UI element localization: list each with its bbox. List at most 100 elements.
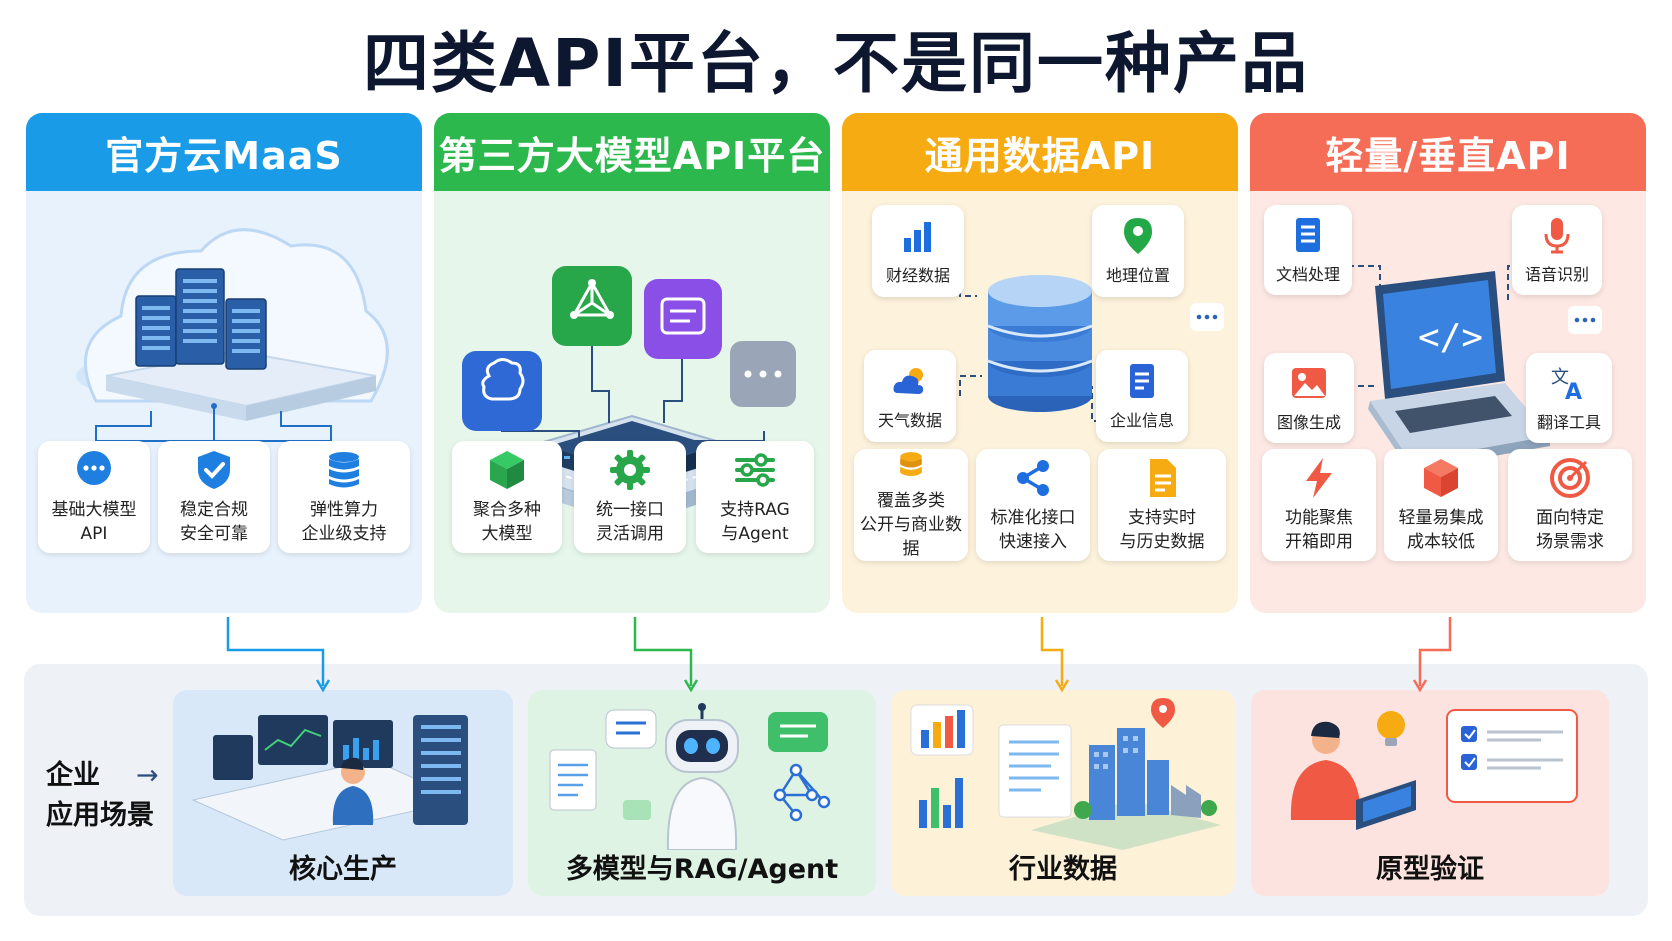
side-line2: 应用场景	[46, 800, 154, 831]
feature-line2: 与历史数据	[1119, 532, 1205, 552]
column-light-header: 轻量/垂直API	[1250, 113, 1646, 191]
target-icon	[1550, 458, 1590, 498]
feature-line2: 成本较低	[1407, 532, 1475, 552]
feature-line1: 聚合多种	[473, 500, 541, 520]
data-source-label: 企业信息	[1109, 411, 1174, 430]
column-data: 通用数据API 财经数据 地理位置 天	[842, 113, 1238, 613]
feature-card: 覆盖多类 公开与商业数据	[854, 449, 968, 561]
feature-line1: 弹性算力	[310, 500, 378, 520]
feature-line2: 安全可靠	[180, 524, 248, 544]
tool-label: 语音识别	[1524, 265, 1589, 284]
feature-line2: 大模型	[481, 524, 533, 544]
laptop-tools-illustration: </>	[1337, 265, 1602, 471]
image-icon	[1292, 368, 1326, 398]
column-maas-header: 官方云MaaS	[26, 113, 422, 191]
feature-card: 弹性算力 企业级支持	[278, 441, 410, 553]
feature-line2: 开箱即用	[1285, 532, 1353, 552]
feature-card: 支持实时 与历史数据	[1098, 449, 1226, 561]
feature-line1: 稳定合规	[180, 500, 248, 520]
feature-line2: 灵活调用	[596, 524, 664, 544]
feature-line1: 轻量易集成	[1398, 508, 1484, 528]
feature-card: 聚合多种 大模型	[452, 441, 562, 553]
column-thirdparty: 第三方大模型API平台 聚合多种 大模型 统一接口 灵活调用	[434, 113, 830, 613]
feature-line2: 企业级支持	[301, 524, 387, 544]
data-source-label: 地理位置	[1105, 266, 1170, 285]
data-source-label: 天气数据	[877, 411, 942, 430]
svg-text:A: A	[1565, 380, 1582, 403]
tool-speech: 语音识别	[1512, 205, 1602, 295]
column-maas: 官方云MaaS 基础大模型 API	[26, 113, 422, 613]
page-title: 四类API平台，不是同一种产品	[362, 25, 1309, 102]
feature-card: 功能聚焦 开箱即用	[1262, 449, 1376, 561]
feature-line1: 支持RAG	[720, 500, 790, 520]
share-icon	[1017, 460, 1049, 496]
coins-icon	[900, 452, 922, 477]
data-source-company: 企业信息	[1096, 350, 1188, 442]
feature-line2: 与Agent	[721, 524, 789, 544]
data-source-location: 地理位置	[1092, 205, 1184, 297]
scenario-multimodel: 多模型与RAG/Agent	[528, 690, 876, 896]
feature-card: 支持RAG 与Agent	[696, 441, 814, 553]
feature-card: 标准化接口 快速接入	[976, 449, 1090, 561]
feature-card: 稳定合规 安全可靠	[158, 441, 270, 553]
side-line1: 企业	[46, 760, 100, 791]
scenario-label: 多模型与RAG/Agent	[565, 854, 839, 885]
cloud-server-illustration	[76, 228, 389, 453]
workstation-illustration	[191, 715, 468, 841]
feature-line2: 快速接入	[999, 532, 1067, 552]
document-icon	[1296, 218, 1320, 252]
scenarios-side-label: 企业 → 应用场景	[46, 756, 159, 836]
scenario-prototype: 原型验证	[1251, 690, 1609, 896]
feature-line1: 基础大模型	[51, 500, 137, 520]
database-icon	[329, 452, 359, 488]
data-source-label: 财经数据	[885, 266, 950, 285]
scenario-industry-data: 行业数据	[891, 690, 1235, 896]
tool-image: 图像生成	[1264, 353, 1354, 443]
feature-line1: 面向特定	[1536, 508, 1604, 528]
chat-bubble-icon	[77, 451, 111, 485]
feature-card: 基础大模型 API	[38, 441, 150, 553]
box-icon	[1424, 459, 1458, 497]
svg-text:文: 文	[1551, 367, 1569, 388]
feature-line1: 覆盖多类	[877, 491, 945, 511]
document-icon	[1150, 459, 1176, 497]
database-hub-illustration	[959, 271, 1224, 422]
map-pin-icon	[1124, 218, 1152, 254]
feature-line1: 标准化接口	[990, 508, 1076, 528]
tool-label: 图像生成	[1276, 413, 1341, 432]
feature-line2: 公开与商业数据	[860, 515, 962, 559]
cube-icon	[490, 451, 524, 489]
bar-chart-icon	[904, 222, 931, 252]
column-thirdparty-header: 第三方大模型API平台	[434, 113, 830, 191]
feature-line2: API	[80, 524, 108, 544]
scenario-label: 核心生产	[289, 854, 397, 885]
translate-icon: 文A	[1551, 367, 1582, 403]
scenario-label: 原型验证	[1376, 854, 1484, 885]
document-icon	[1130, 364, 1154, 398]
svg-text:</>: </>	[1418, 317, 1483, 358]
scenario-core-production: 核心生产	[173, 690, 513, 896]
shield-check-icon	[198, 451, 230, 489]
city-data-illustration	[910, 698, 1221, 850]
weather-icon	[893, 368, 924, 394]
arrow-right-icon: →	[136, 760, 159, 791]
feature-card: 轻量易集成 成本较低	[1384, 449, 1498, 561]
feature-card: 统一接口 灵活调用	[574, 441, 686, 553]
feature-line1: 功能聚焦	[1285, 508, 1353, 528]
data-source-finance: 财经数据	[872, 205, 964, 297]
data-source-weather: 天气数据	[864, 350, 956, 442]
robot-agent-illustration	[549, 703, 831, 851]
sliders-icon	[735, 453, 775, 487]
gear-icon	[610, 450, 650, 490]
lightning-icon	[1306, 458, 1332, 498]
tool-document: 文档处理	[1264, 205, 1352, 295]
feature-line2: 场景需求	[1536, 532, 1604, 552]
prototype-illustration	[1290, 709, 1578, 830]
feature-card: 面向特定 场景需求	[1508, 449, 1632, 561]
feature-line1: 支持实时	[1128, 508, 1196, 528]
microphone-icon	[1544, 218, 1570, 254]
